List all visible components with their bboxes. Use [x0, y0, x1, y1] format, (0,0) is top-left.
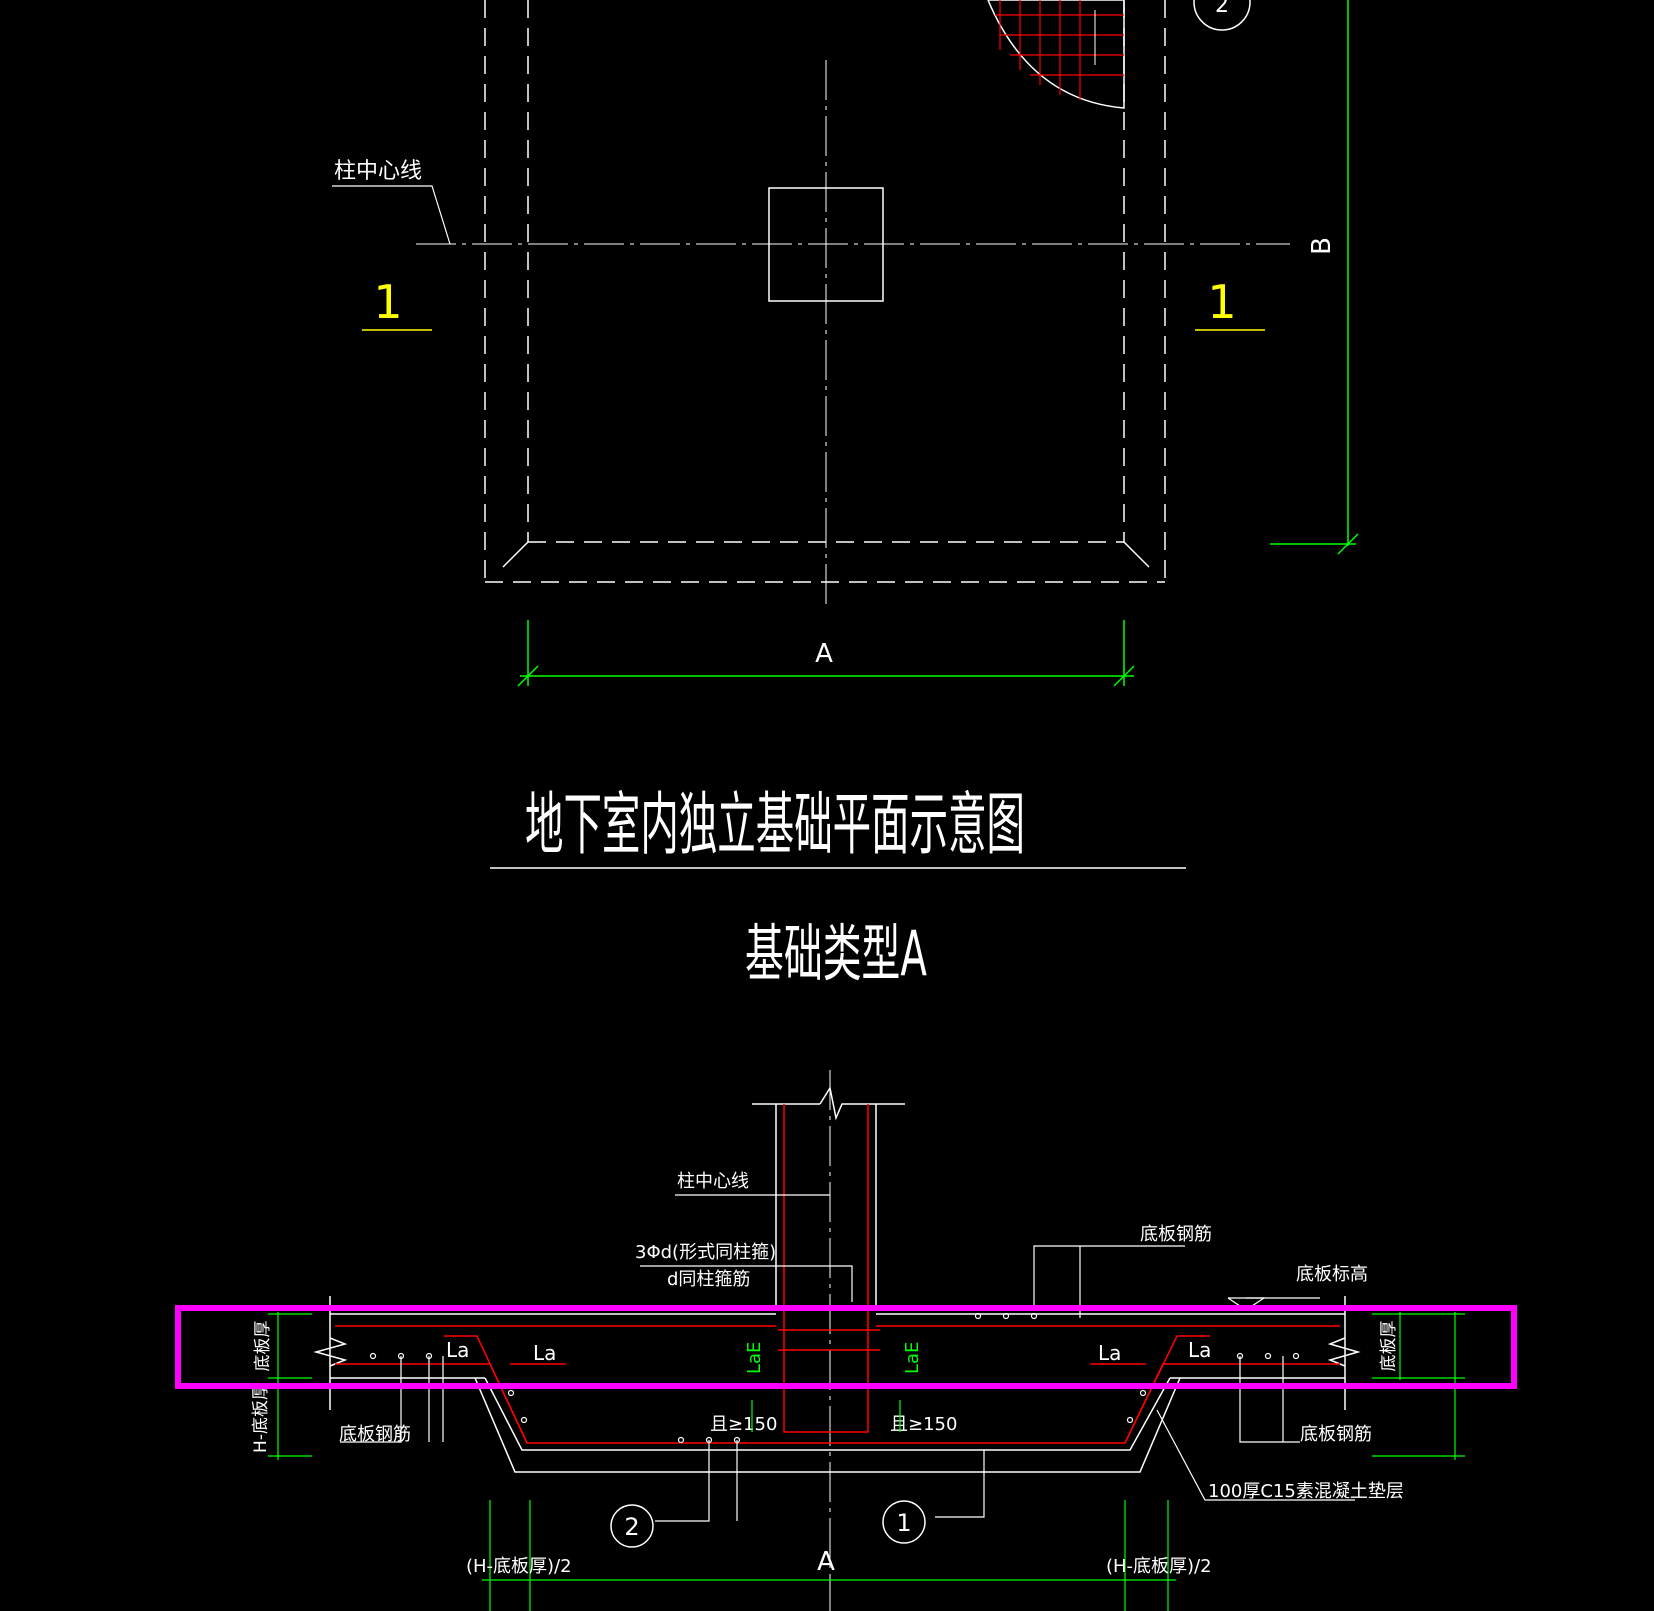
la-label-3: La: [1098, 1341, 1121, 1365]
centerlines: [416, 60, 1290, 610]
slab-thickness-right: 底板厚: [1379, 1321, 1399, 1372]
section-column: [752, 1070, 905, 1611]
column-rebars: [778, 1104, 880, 1433]
detail-mark-label: 2: [1215, 0, 1229, 18]
plan-view: 2 柱中心线 1 1 B: [332, 0, 1359, 687]
dimension-a-plan-label: A: [815, 639, 833, 669]
half-dim-left: (H-底板厚)/2: [466, 1556, 572, 1577]
cushion-note: 100厚C15素混凝土垫层: [1208, 1481, 1404, 1502]
la-label-2: La: [533, 1341, 556, 1365]
detail-bubble-hatch: 2: [987, 0, 1251, 109]
detail-mark-2-circle: [610, 1504, 654, 1548]
detail-mark-circle: [1193, 0, 1251, 31]
rebar-dots: [369, 1312, 1300, 1444]
section-column-center-label: 柱中心线: [677, 1171, 749, 1192]
min150-left: 且≥150: [710, 1414, 777, 1435]
column-center-leader: [332, 185, 451, 245]
stirrup-note-1: 3Φd(形式同柱箍): [635, 1242, 776, 1263]
dimension-a-section-label: A: [817, 1547, 835, 1577]
highlight-box: [175, 1305, 1517, 1389]
footing-outline-dashed: [484, 0, 1166, 583]
svg-text:1: 1: [373, 275, 402, 329]
detail-mark-2: 2: [624, 1513, 639, 1541]
la-label-1: La: [446, 1338, 469, 1362]
svg-text:1: 1: [1207, 275, 1236, 329]
slab-outline: [329, 1296, 1346, 1473]
section-mark-left: 1: [362, 275, 432, 331]
slab-rebars: [335, 1325, 1340, 1444]
sub-title: 基础类型A: [745, 917, 927, 990]
dimension-b-label: B: [1307, 237, 1337, 255]
bottom-slab-rebar-top-label: 底板钢筋: [1140, 1224, 1212, 1245]
h-minus-slab-label: H-底板厚: [251, 1383, 271, 1453]
column-outline: [768, 187, 884, 302]
lae-right: LaE: [902, 1342, 923, 1374]
stirrup-note-2: d同柱箍筋: [667, 1269, 750, 1290]
bottom-rebar-right-label: 底板钢筋: [1300, 1424, 1372, 1445]
detail-mark-1-circle: [882, 1500, 926, 1544]
min150-right: 且≥150: [890, 1414, 957, 1435]
break-lines: [313, 1337, 1361, 1367]
detail-mark-1: 1: [896, 1509, 911, 1537]
main-title: 地下室内独立基础平面示意图: [525, 786, 1025, 865]
dimension-b: [1270, 0, 1359, 555]
la-label-4: La: [1188, 1338, 1211, 1362]
bottom-rebar-left-label: 底板钢筋: [339, 1424, 411, 1445]
column-center-label: 柱中心线: [334, 159, 422, 184]
section-mark-right: 1: [1195, 275, 1265, 331]
lae-left: LaE: [744, 1342, 765, 1374]
dimension-a-plan: [517, 620, 1135, 687]
bottom-slab-elevation-label: 底板标高: [1296, 1264, 1368, 1285]
corner-lines: [502, 541, 1150, 568]
slab-thickness-left: 底板厚: [253, 1321, 273, 1372]
section-view: 柱中心线 3Φd(形式同柱箍) d同柱箍筋 底板钢筋 底板标高 底板钢筋 底板钢…: [251, 1070, 1465, 1611]
half-dim-right: (H-底板厚)/2: [1106, 1556, 1212, 1577]
